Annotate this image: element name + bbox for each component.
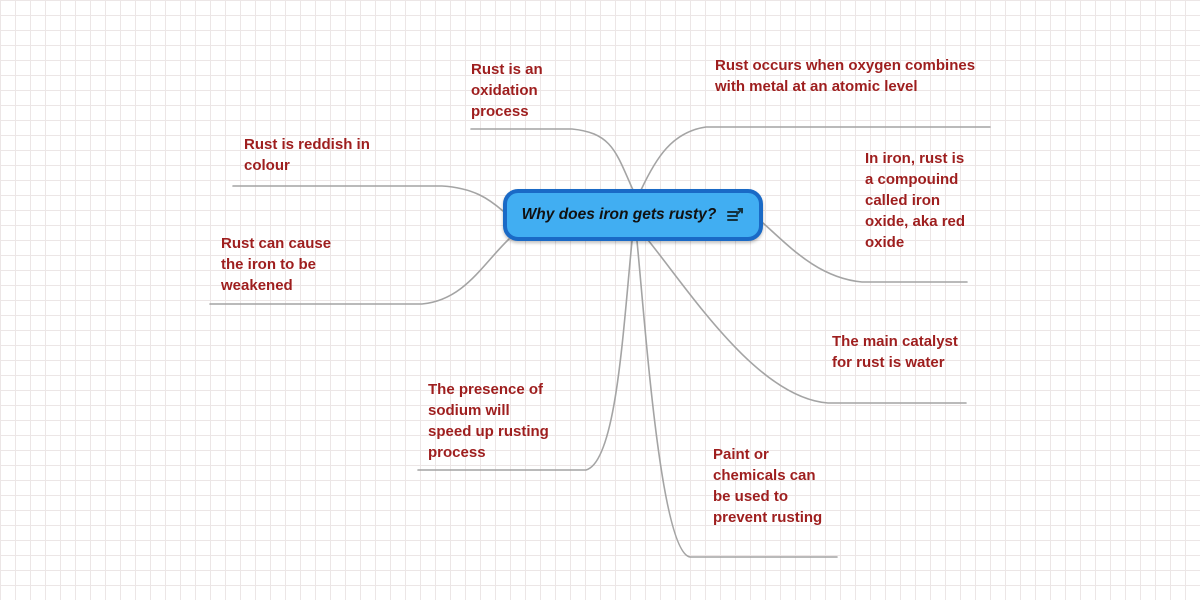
central-node-label: Why does iron gets rusty? bbox=[521, 206, 717, 223]
connector-reddish bbox=[232, 185, 504, 212]
branch-weakened[interactable]: Rust can cause the iron to be weakened bbox=[221, 235, 332, 294]
branch-oxygen[interactable]: Rust occurs when oxygen combines with me… bbox=[715, 57, 976, 95]
central-node[interactable]: Why does iron gets rusty? bbox=[503, 189, 763, 241]
branch-catalyst[interactable]: The main catalyst for rust is water bbox=[832, 333, 958, 371]
branch-iron-oxide[interactable]: In iron, rust is a compouind called iron… bbox=[865, 150, 966, 251]
branch-sodium[interactable]: The presence of sodium will speed up rus… bbox=[428, 381, 549, 461]
branch-reddish[interactable]: Rust is reddish in colour bbox=[244, 136, 370, 174]
subtopics-icon[interactable] bbox=[726, 207, 744, 223]
branch-oxidation[interactable]: Rust is an oxidation process bbox=[471, 61, 543, 120]
branch-paint[interactable]: Paint or chemicals can be used to preven… bbox=[713, 446, 823, 526]
connector-catalyst bbox=[647, 239, 967, 404]
connector-oxidation bbox=[470, 128, 634, 191]
